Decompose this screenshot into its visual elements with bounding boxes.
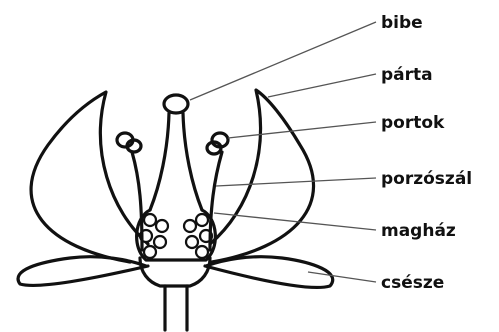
part-labels: bibe párta portok porzószál magház csész… xyxy=(381,13,472,293)
ovule xyxy=(186,236,198,248)
ovule xyxy=(144,214,156,226)
corolla-petals xyxy=(31,90,313,262)
ovules xyxy=(140,214,212,258)
style xyxy=(150,113,202,210)
label-ovary: magház xyxy=(381,221,456,241)
label-calyx: csésze xyxy=(381,273,444,293)
ovule xyxy=(196,214,208,226)
ovule xyxy=(156,220,168,232)
label-anther: portok xyxy=(381,113,445,133)
ovule xyxy=(184,220,196,232)
left-sepal xyxy=(18,257,148,286)
leader-filament xyxy=(216,178,376,186)
left-anther xyxy=(117,133,141,152)
left-outer-petal xyxy=(31,92,148,262)
receptacle-stem xyxy=(140,258,210,330)
label-filament: porzószál xyxy=(381,169,472,189)
receptacle xyxy=(140,258,210,286)
right-anther xyxy=(207,133,228,154)
right-sepal xyxy=(205,257,333,288)
ovule xyxy=(196,246,208,258)
right-outer-petal xyxy=(210,90,314,262)
stamens xyxy=(117,133,228,250)
ovule xyxy=(144,246,156,258)
leader-corolla xyxy=(268,74,376,97)
leader-calyx xyxy=(308,272,376,282)
ovule xyxy=(154,236,166,248)
stigma xyxy=(164,95,188,113)
leader-anther xyxy=(228,122,376,138)
leader-stigma xyxy=(190,22,376,100)
pistil xyxy=(137,95,216,260)
label-corolla: párta xyxy=(381,65,433,85)
label-stigma: bibe xyxy=(381,13,423,33)
